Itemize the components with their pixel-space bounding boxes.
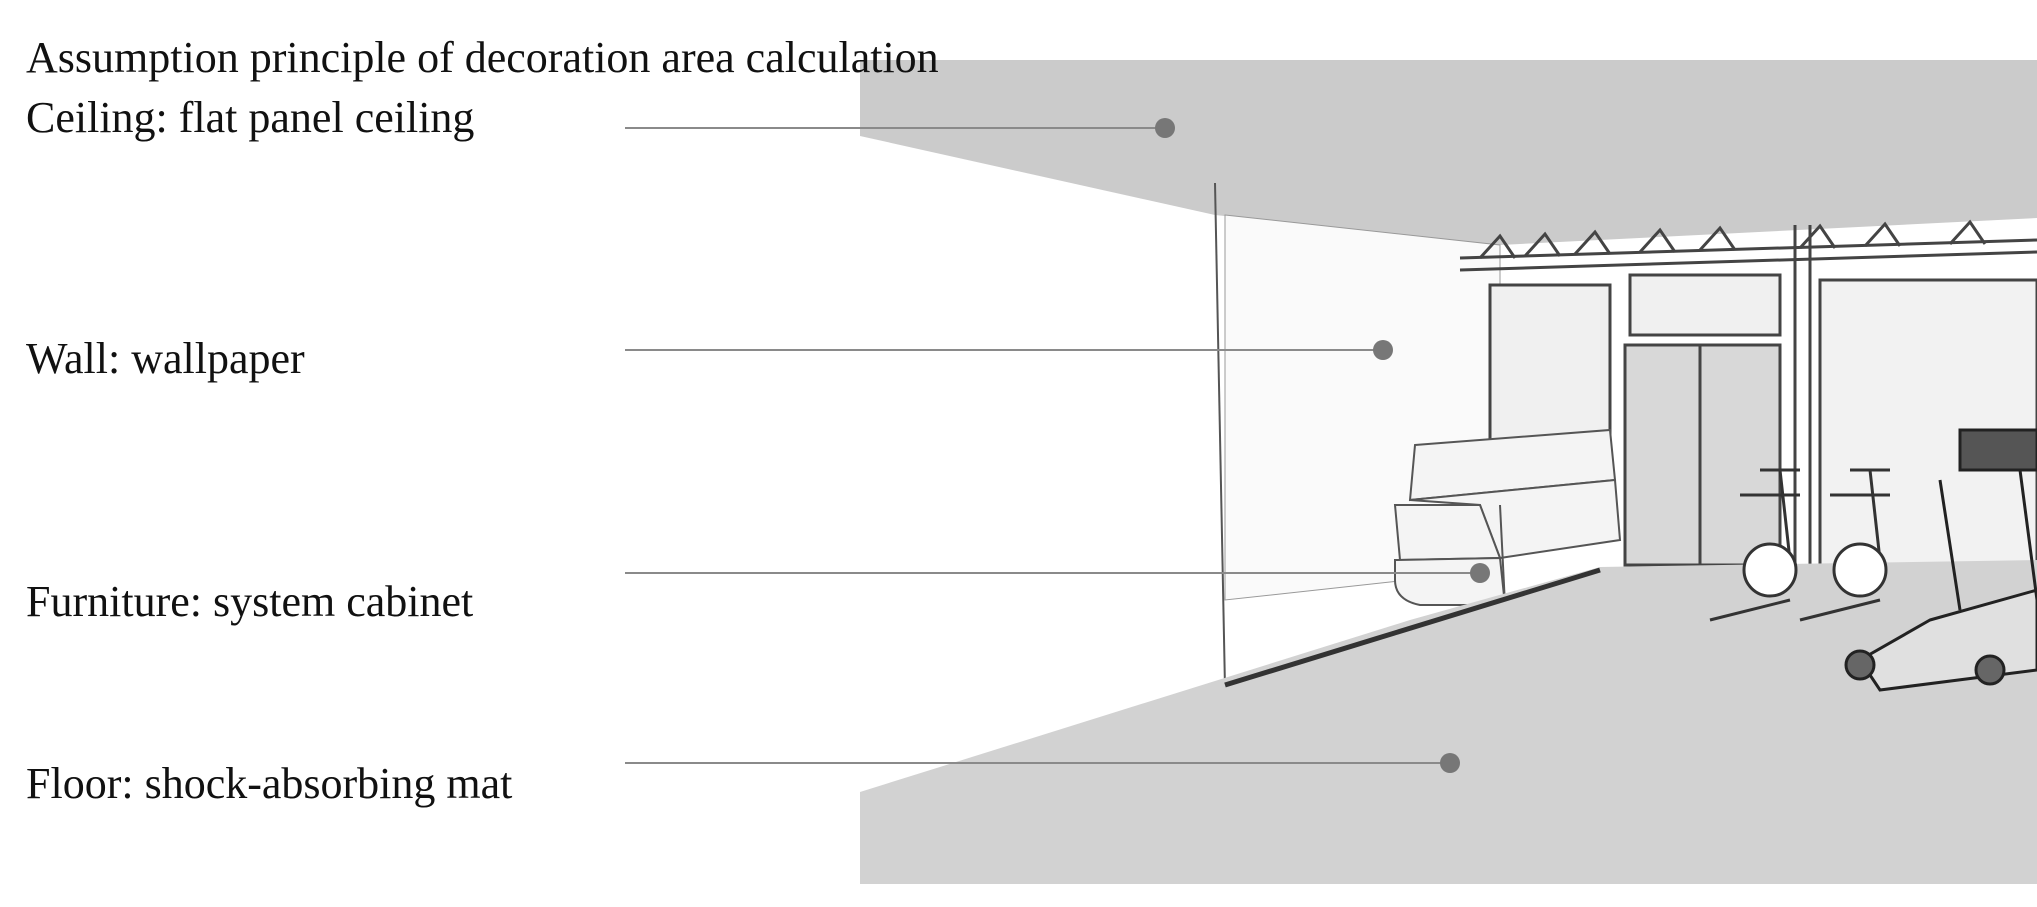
wall-edge-line <box>1214 182 1226 689</box>
floor-surface <box>860 560 2037 884</box>
reception-cabinet <box>1393 428 1622 606</box>
diagram-title: Assumption principle of decoration area … <box>26 33 939 82</box>
ceiling-label: Ceiling: flat panel ceiling <box>26 93 475 142</box>
ceiling-surface <box>860 60 2037 245</box>
floor-wall-edge <box>1224 567 1601 688</box>
treadmill <box>1844 428 2037 692</box>
floor-label: Floor: shock-absorbing mat <box>26 759 513 808</box>
furniture-label: Furniture: system cabinet <box>26 577 474 626</box>
exercise-bikes <box>1709 468 1890 622</box>
leader-ceiling <box>625 118 1175 138</box>
clerestory-windows <box>1459 219 2037 590</box>
wall-label: Wall: wallpaper <box>26 334 305 383</box>
leader-furniture <box>625 563 1490 583</box>
leader-wall <box>625 340 1393 360</box>
leader-floor <box>625 753 1460 773</box>
